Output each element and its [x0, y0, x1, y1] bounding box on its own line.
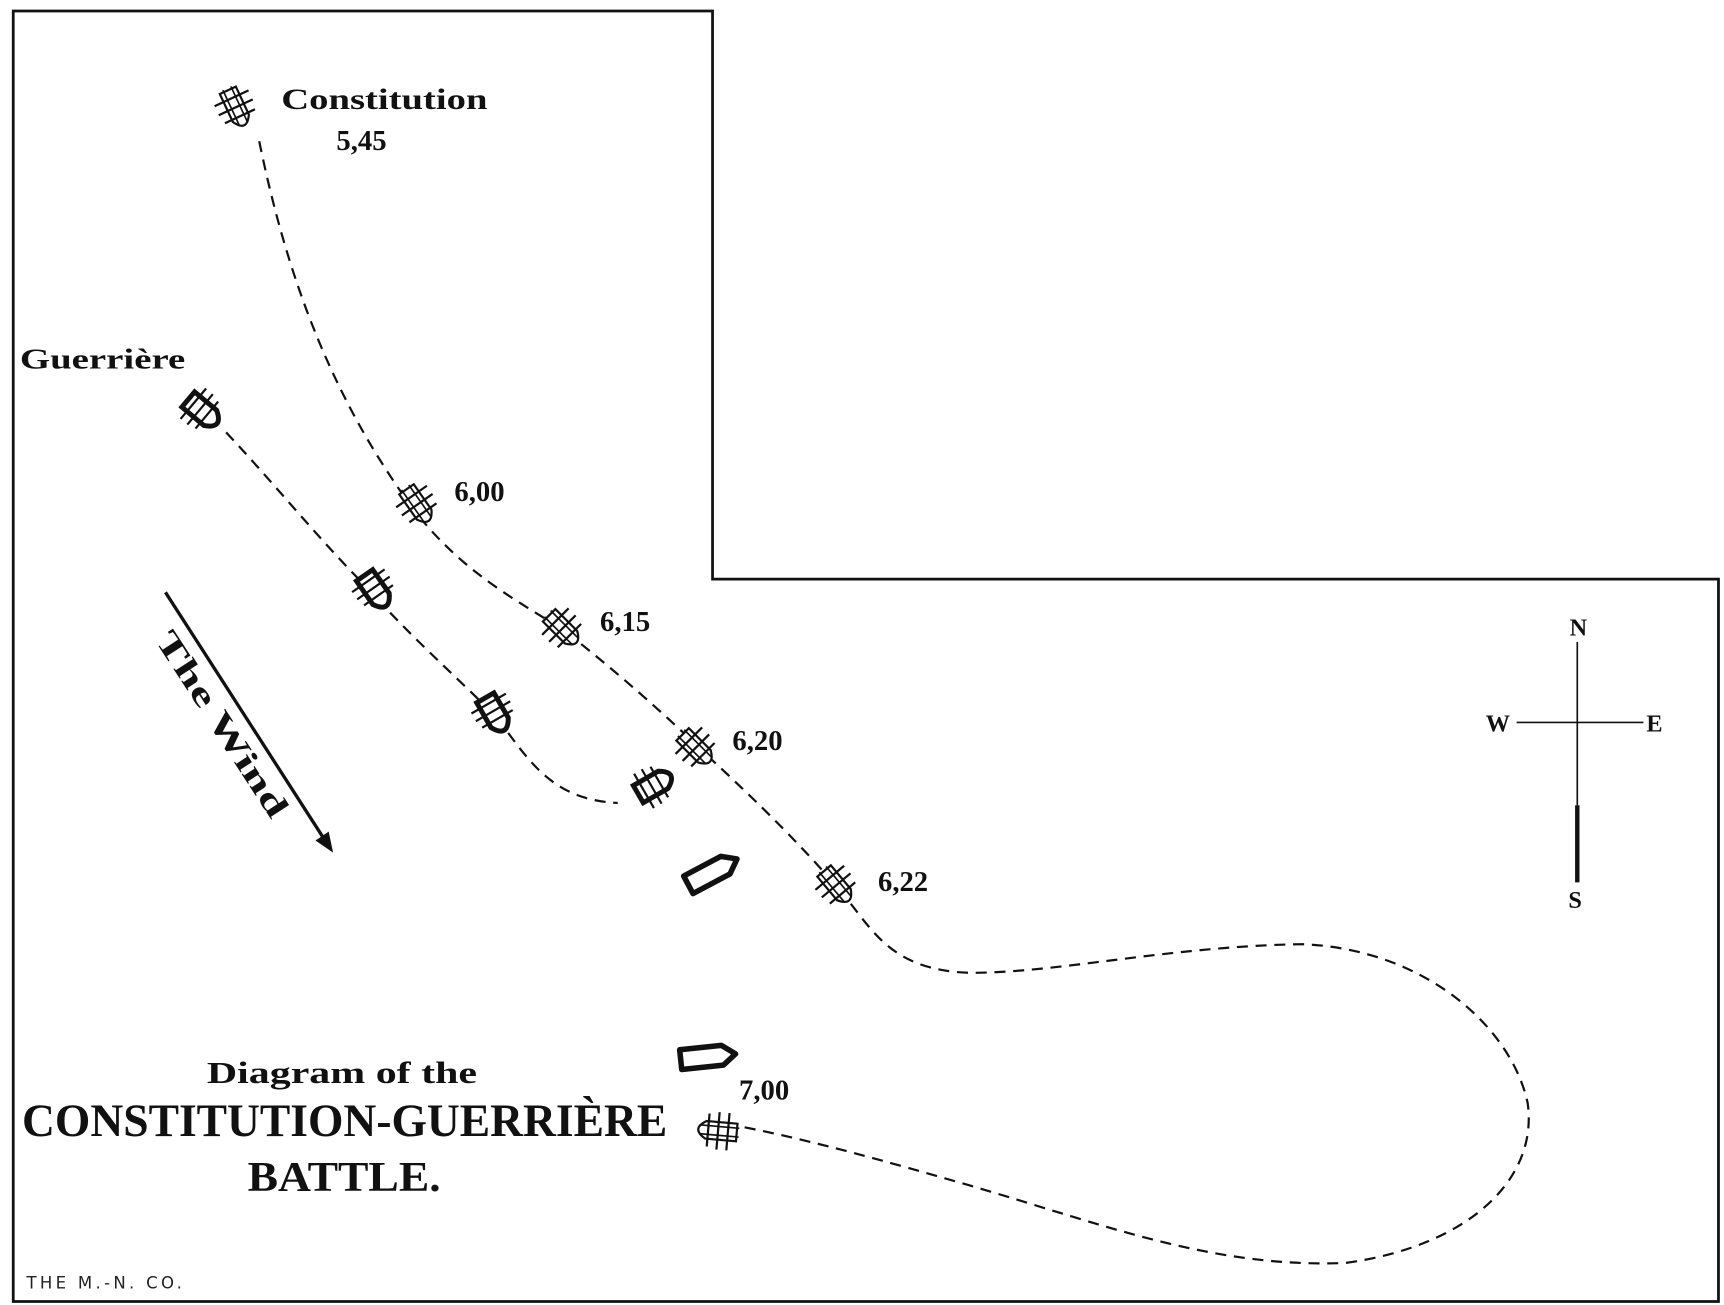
- time-label-622: 6,22: [878, 866, 928, 898]
- constitution-ship-700: [695, 1109, 742, 1153]
- constitution-ship-545: [208, 79, 263, 135]
- guerriere-label: Guerrière: [20, 343, 185, 375]
- constitution-ship-620: [666, 718, 725, 777]
- guerriere-ship-700: [680, 1044, 737, 1070]
- title-line-2: CONSTITUTION-GUERRIÈRE: [22, 1096, 667, 1147]
- map-border: [11, 9, 1720, 1303]
- compass-north: N: [1570, 614, 1588, 641]
- constitution-label: Constitution: [281, 83, 488, 116]
- publisher-credit: THE M.-N. CO.: [25, 1273, 185, 1292]
- constitution-track: [258, 140, 1530, 1265]
- time-label-615: 6,15: [600, 606, 650, 638]
- time-label-620: 6,20: [732, 725, 782, 757]
- constitution-ship-600: [388, 475, 446, 533]
- compass-rose: N S W E: [1486, 614, 1663, 913]
- title-line-3: BATTLE.: [248, 1155, 441, 1201]
- guerriere-ship-622: [684, 850, 742, 893]
- time-label-700: 7,00: [739, 1075, 789, 1107]
- wind-label: The Wind: [148, 624, 296, 825]
- constitution-ship-615: [533, 599, 591, 657]
- wind-arrow: [164, 591, 328, 844]
- compass-west: W: [1486, 710, 1510, 737]
- wind-arrowhead-icon: [315, 831, 334, 853]
- time-label-600: 6,00: [454, 476, 504, 508]
- guerriere-ship-545: [175, 384, 229, 439]
- time-label-545: 5,45: [336, 125, 386, 157]
- title-line-1: Diagram of the: [207, 1055, 477, 1090]
- compass-east: E: [1646, 710, 1662, 737]
- guerriere-ship-600: [348, 564, 402, 617]
- guerriere-ship-620: [628, 758, 680, 811]
- compass-south: S: [1568, 887, 1582, 914]
- guerriere-track: [225, 431, 618, 805]
